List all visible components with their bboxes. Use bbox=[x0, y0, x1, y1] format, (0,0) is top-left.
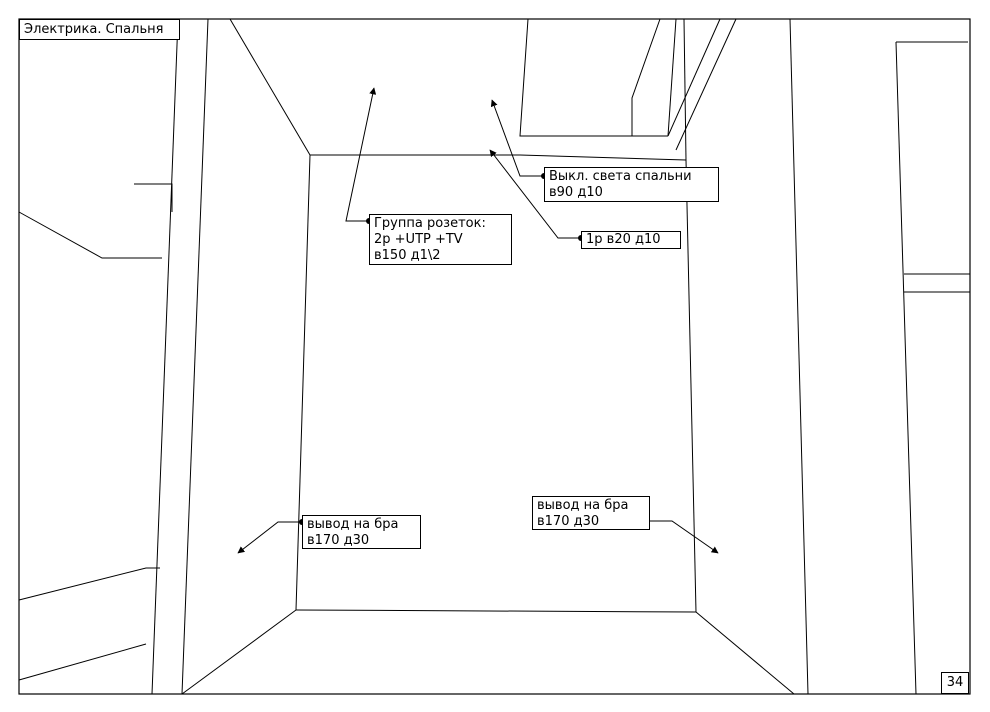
page-number: 34 bbox=[941, 672, 969, 694]
single-socket-line1: 1р в20 д10 bbox=[586, 232, 661, 247]
leader-single-socket bbox=[489, 149, 581, 239]
sconce-left-line2: в170 д30 bbox=[307, 533, 370, 548]
switch-line2: в90 д10 bbox=[549, 185, 603, 200]
socket-group-line1: Группа розеток: bbox=[374, 216, 486, 231]
socket-group-callout: Группа розеток: 2р +UTP +TV в150 д1\2 bbox=[369, 214, 512, 265]
room-walls bbox=[18, 18, 970, 695]
leader-sconce-left bbox=[237, 521, 302, 554]
switch-line1: Выкл. света спальни bbox=[549, 169, 692, 184]
single-socket-callout: 1р в20 д10 bbox=[581, 231, 681, 249]
leader-socket-group bbox=[345, 87, 377, 222]
sconce-right-line1: вывод на бра bbox=[537, 498, 629, 513]
socket-group-line2: 2р +UTP +TV bbox=[374, 232, 463, 247]
sconce-right-callout: вывод на бра в170 д30 bbox=[532, 496, 650, 530]
sheet-title-text: Электрика. Спальня bbox=[24, 22, 164, 37]
page-number-text: 34 bbox=[946, 675, 964, 690]
sconce-left-callout: вывод на бра в170 д30 bbox=[302, 515, 421, 549]
leader-switch bbox=[490, 99, 544, 177]
sconce-right-line2: в170 д30 bbox=[537, 514, 600, 529]
socket-group-line3: в150 д1\2 bbox=[374, 248, 441, 263]
switch-callout: Выкл. света спальни в90 д10 bbox=[544, 167, 719, 202]
sheet-frame bbox=[18, 18, 971, 695]
sconce-left-line1: вывод на бра bbox=[307, 517, 399, 532]
sheet-title: Электрика. Спальня bbox=[19, 19, 180, 40]
